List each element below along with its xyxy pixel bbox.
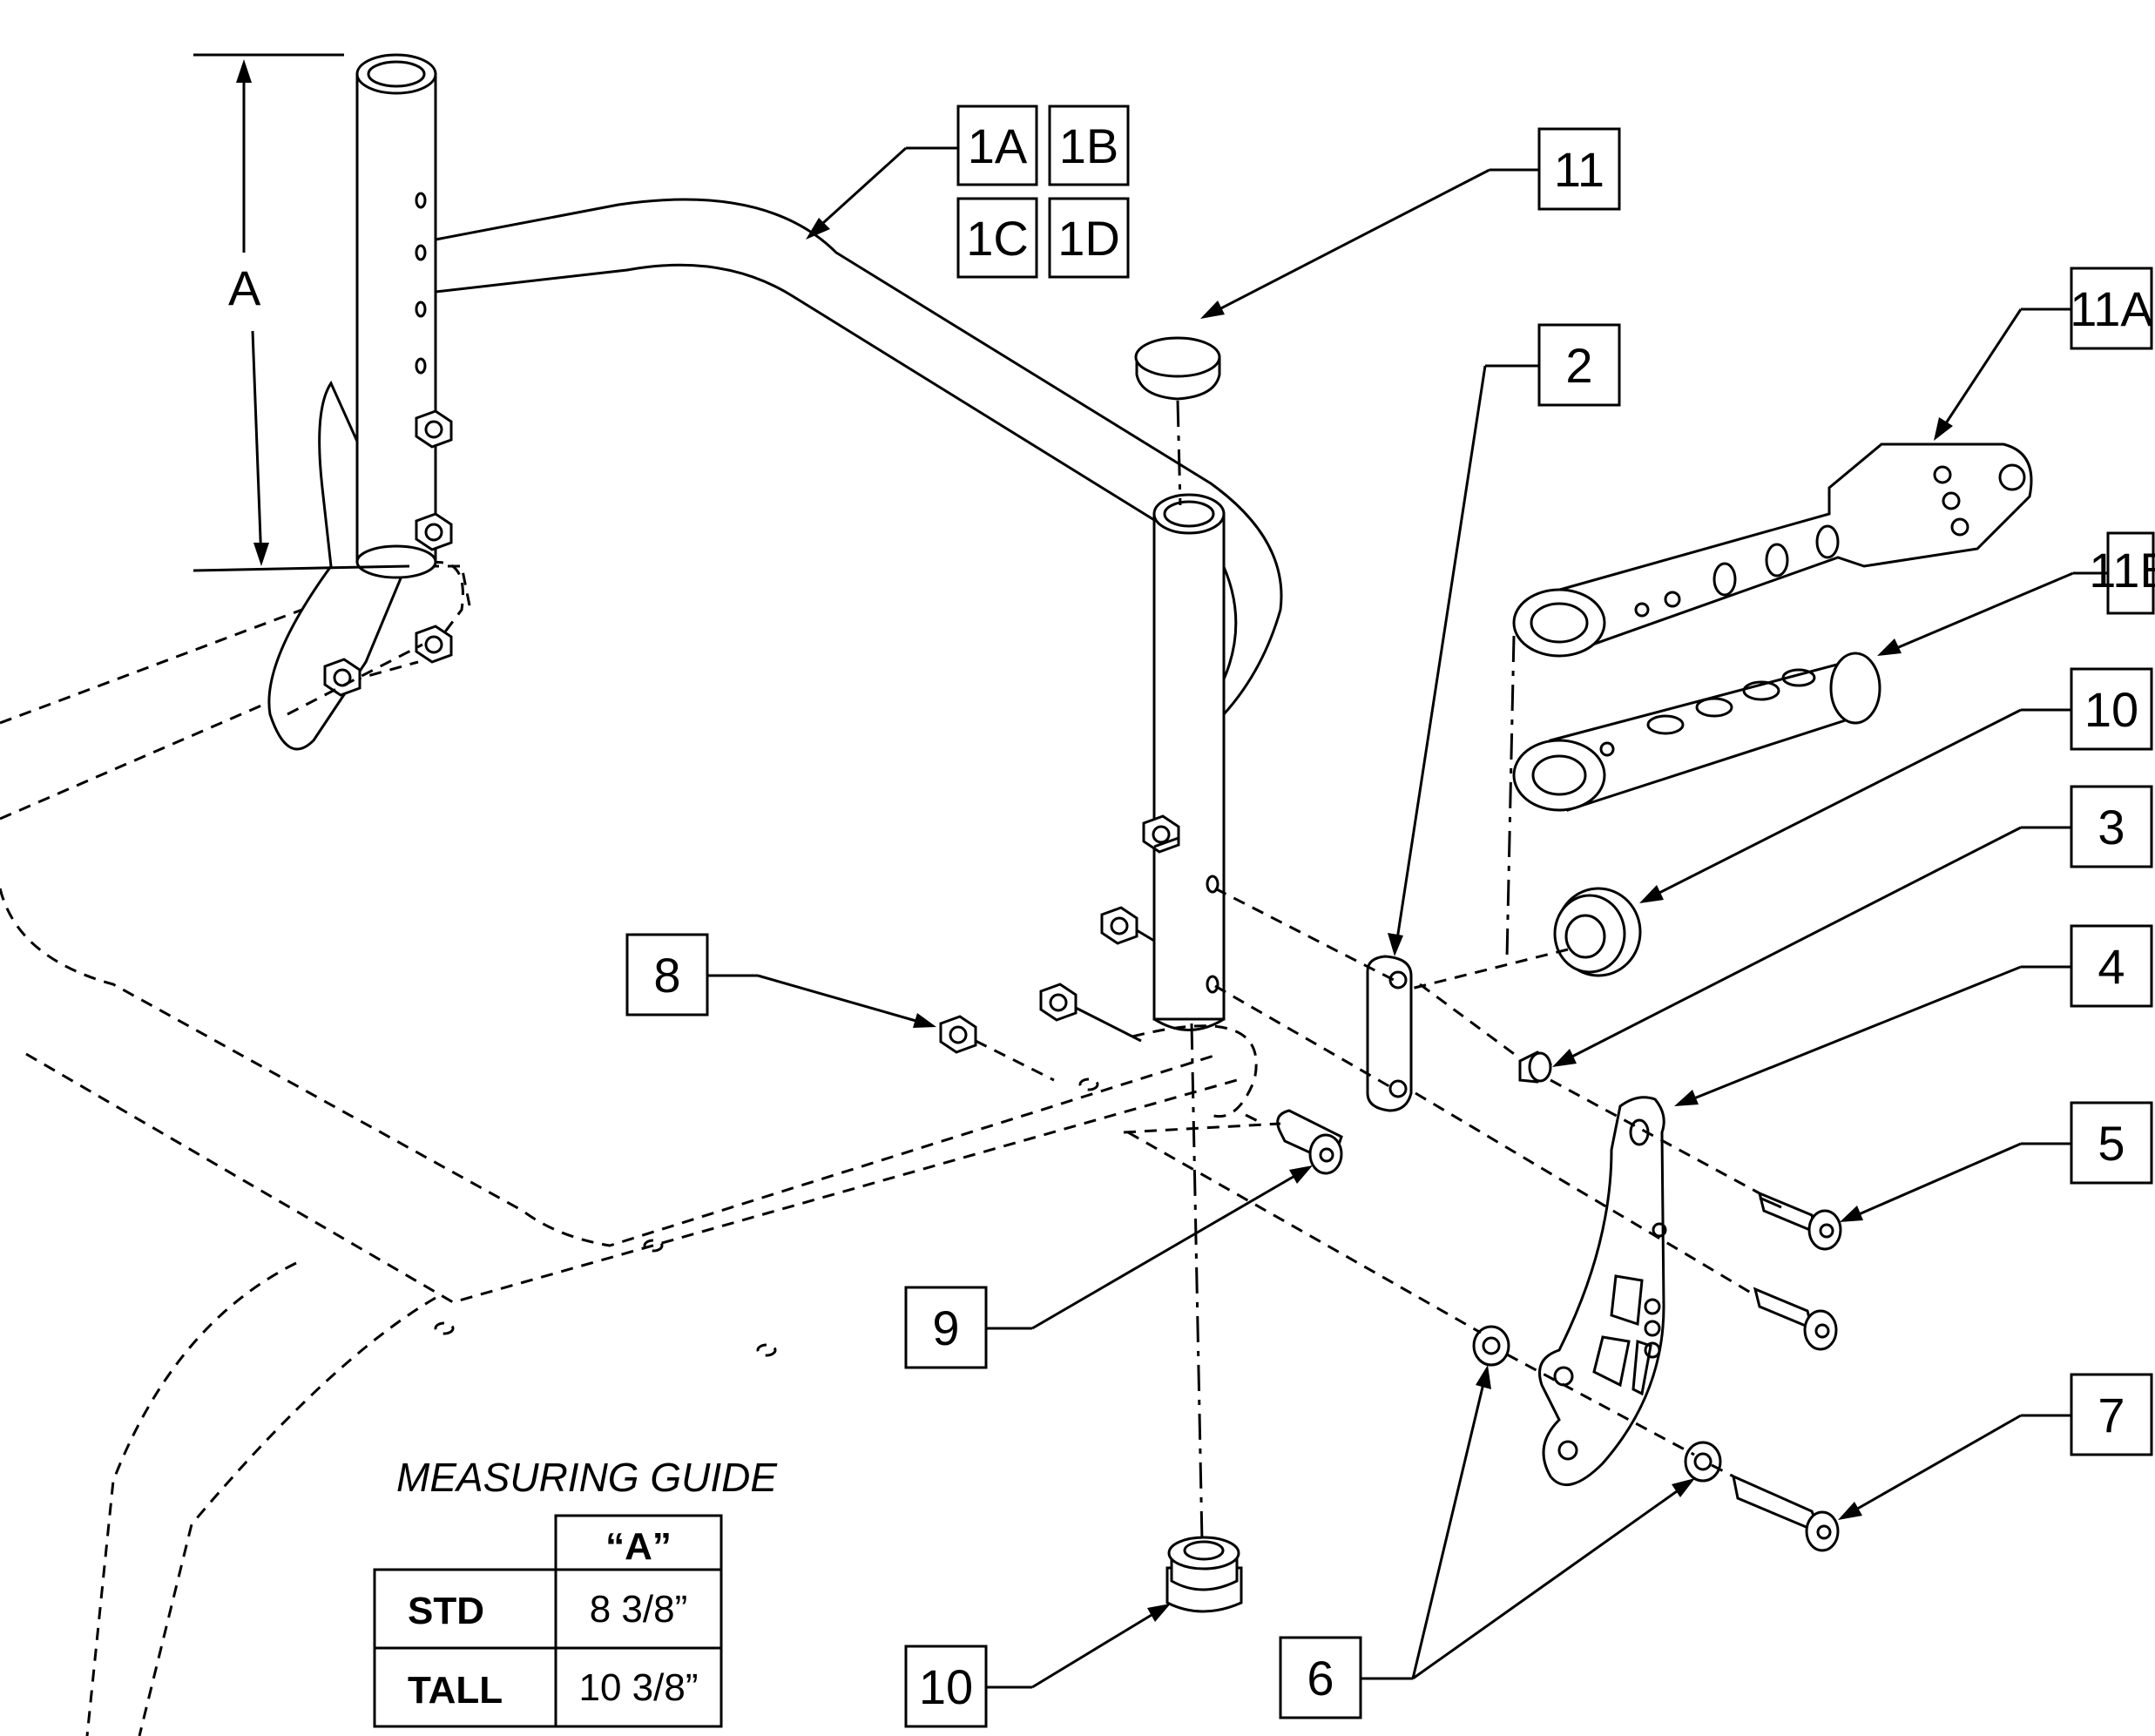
nut-part-8: [939, 1015, 1055, 1082]
svg-text:11: 11: [1554, 142, 1604, 197]
bracket-part-4: [1415, 1078, 1760, 1486]
bolt: [1753, 1287, 1838, 1351]
hex-nut-icon: [415, 409, 453, 449]
callout-1d: 1D: [1048, 197, 1130, 279]
left-receiver-tube: [267, 53, 453, 751]
washer-part-6-right: [1506, 1353, 1722, 1483]
row-value-std: 8 3/8”: [590, 1588, 688, 1631]
callout-10-bottom: 10: [904, 1645, 988, 1728]
plate-part-2: [1214, 887, 1413, 1112]
svg-text:8: 8: [653, 948, 680, 1003]
extension-tube-11a: [1505, 442, 2033, 959]
callout-3: 3: [2070, 785, 2153, 868]
svg-text:7: 7: [2098, 1388, 2125, 1442]
callout-4: 4: [2070, 924, 2153, 1008]
extension-tube-11b: [1512, 652, 1881, 812]
measuring-guide-title: MEASURING GUIDE: [396, 1455, 778, 1500]
svg-text:10: 10: [919, 1659, 973, 1714]
measuring-guide-header: “A”: [605, 1525, 672, 1568]
callout-1c: 1C: [956, 197, 1038, 279]
callout-6: 6: [1279, 1636, 1362, 1719]
svg-text:1D: 1D: [1057, 211, 1120, 266]
hex-nut-icon: [1142, 814, 1180, 854]
dimension-a: A: [193, 53, 410, 572]
spacer-part-3: [1419, 983, 1553, 1084]
svg-text:9: 9: [932, 1300, 959, 1355]
svg-text:10: 10: [2084, 682, 2138, 737]
svg-text:5: 5: [2098, 1116, 2125, 1171]
callout-2: 2: [1537, 323, 1621, 407]
hex-nut-icon: [1039, 983, 1078, 1022]
callout-9: 9: [904, 1286, 988, 1369]
svg-text:6: 6: [1307, 1651, 1334, 1706]
callout-1a: 1A: [956, 105, 1038, 186]
callout-11a: 11A: [2070, 267, 2153, 350]
row-value-tall: 10 3/8”: [579, 1666, 699, 1709]
armrest-bar: [434, 198, 1283, 716]
bolt-part-5: [1757, 1191, 1842, 1251]
callout-1b: 1B: [1048, 105, 1130, 186]
svg-text:3: 3: [2098, 800, 2125, 854]
measuring-guide: MEASURING GUIDE “A” STD 8 3/8” TALL 10 3…: [373, 1455, 778, 1728]
callout-5: 5: [2070, 1101, 2153, 1185]
cap-part-11: [1134, 336, 1221, 506]
svg-text:11A: 11A: [2070, 281, 2153, 336]
washer-part-6-left: [1127, 1131, 1510, 1367]
leader-lines: [707, 146, 2108, 1689]
callout-7: 7: [2070, 1373, 2153, 1456]
bolt-part-7: [1711, 1463, 1840, 1552]
svg-text:1A: 1A: [968, 118, 1028, 173]
hex-nut-icon: [1100, 906, 1138, 945]
hex-nut-icon: [415, 625, 453, 664]
svg-text:1C: 1C: [966, 211, 1029, 266]
svg-text:1B: 1B: [1059, 118, 1119, 173]
callout-11: 11: [1537, 127, 1621, 211]
callout-10-top: 10: [2070, 667, 2153, 751]
svg-text:11B: 11B: [2089, 543, 2155, 598]
svg-text:2: 2: [1565, 338, 1592, 393]
row-label-tall: TALL: [408, 1669, 503, 1712]
row-label-std: STD: [408, 1590, 484, 1632]
hex-nut-icon: [323, 658, 361, 697]
callout-11b: 11B: [2089, 531, 2155, 615]
center-receiver-tube: [1039, 493, 1226, 1043]
bushing-part-10-top: [1375, 887, 1642, 999]
hex-nut-icon: [415, 512, 453, 551]
dimension-a-label: A: [228, 260, 261, 315]
svg-text:4: 4: [2098, 939, 2125, 994]
callout-8: 8: [625, 933, 709, 1017]
pin-part-9: [1123, 1109, 1343, 1175]
bushing-part-10-bottom: [1165, 1023, 1243, 1613]
